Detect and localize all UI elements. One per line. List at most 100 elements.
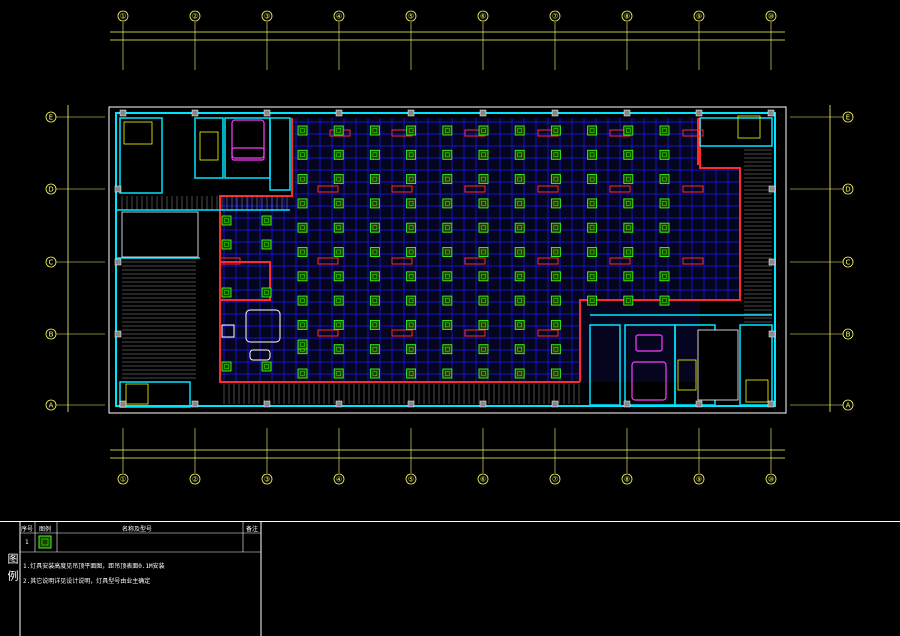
ceiling-light-panel-icon	[261, 361, 272, 372]
left-axis-bubble-4	[45, 328, 57, 340]
linear-fixture	[464, 329, 486, 337]
ceiling-light-panel-icon	[261, 215, 272, 226]
ceiling-light-panel-icon	[406, 149, 417, 160]
ceiling-light-panel-icon	[333, 125, 344, 136]
ceiling-light-panel-icon	[333, 295, 344, 306]
ceiling-light-panel-icon	[369, 174, 380, 185]
meeting-furniture	[231, 119, 667, 401]
ceiling-light-panel-icon	[514, 344, 525, 355]
ceiling-light-panel-icon	[406, 247, 417, 257]
ceiling-light-panel-icon	[297, 271, 308, 282]
building-outer-wall	[108, 106, 787, 414]
ceiling-light-panel-icon	[623, 247, 634, 257]
right-axis-label-4: B	[846, 331, 851, 339]
legend-row-seq: 1	[25, 539, 29, 546]
ceiling-light-panel-icon	[369, 198, 380, 209]
ceiling-light-panel-icon	[659, 149, 670, 160]
ceiling-light-panel-icon	[442, 295, 453, 306]
right-axis-label-1: E	[846, 114, 850, 122]
ceiling-light-panel-icon	[478, 368, 489, 379]
ceiling-light-panel-icon	[406, 222, 417, 233]
ceiling-light-panel-icon	[406, 295, 417, 306]
structural-columns	[114, 109, 776, 408]
column-pillar	[551, 400, 559, 408]
ceiling-light-panel-icon	[550, 174, 561, 185]
column-pillar	[695, 109, 703, 117]
legend-header-name: 名称及型号	[122, 526, 153, 533]
ceiling-light-panel-icon	[297, 125, 308, 136]
ceiling-light-panel-icon	[514, 174, 525, 185]
left-axis-label-5: A	[49, 402, 54, 410]
ceiling-light-panel-icon	[333, 271, 344, 282]
ceiling-light-panel-icon	[406, 198, 417, 209]
ceiling-light-panel-icon	[406, 174, 417, 185]
linear-fixture	[391, 257, 413, 265]
ceiling-light-panel-icon	[442, 149, 453, 160]
linear-fixture	[537, 257, 559, 265]
column-pillar	[768, 185, 776, 193]
ceiling-light-panel-icon	[478, 222, 489, 233]
ceiling-light-panel-icon	[297, 222, 308, 233]
column-pillar	[623, 109, 631, 117]
ceiling-light-panel-icon	[442, 125, 453, 136]
right-axis-bubble-4	[842, 328, 854, 340]
column-pillar	[114, 258, 122, 266]
ceiling-light-panel-icon	[478, 247, 489, 257]
top-axis-bubble-9	[693, 10, 705, 22]
ceiling-light-panel-icon	[514, 319, 525, 330]
ceiling-light-panel-icon	[514, 222, 525, 233]
left-axis-label-2: D	[48, 186, 53, 194]
legend-title: 图例	[6, 553, 19, 587]
top-axis-bubble-7	[549, 10, 561, 22]
bottom-axis-label-6: ⑥	[480, 476, 486, 484]
linear-fixture	[317, 329, 339, 337]
bottom-axis-bubble-2	[189, 473, 201, 485]
right-axis-label-3: C	[846, 259, 851, 267]
ceiling-light-panel-icon	[659, 174, 670, 185]
ceiling-light-panel-icon	[623, 222, 634, 233]
linear-fixture	[219, 257, 241, 265]
bottom-axis-label-8: ⑧	[624, 476, 630, 484]
ceiling-light-panel-icon	[442, 247, 453, 257]
column-pillar	[119, 400, 127, 408]
ceiling-light-panel-icon	[659, 247, 670, 257]
ceiling-light-panel-icon	[406, 125, 417, 136]
bottom-axis-label-9: ⑨	[696, 476, 702, 484]
ceiling-light-panel-icon	[478, 174, 489, 185]
column-pillar	[119, 109, 127, 117]
ceiling-light-panel-icon	[369, 149, 380, 160]
ceiling-light-panel-icon	[442, 198, 453, 209]
ceiling-light-panel-icon	[333, 247, 344, 257]
linear-fixture	[682, 185, 704, 193]
ceiling-light-panel-icon	[550, 319, 561, 330]
ceiling-light-panel-icon	[297, 149, 308, 160]
ceiling-light-panel-icon	[369, 295, 380, 306]
top-axis-bubble-10	[765, 10, 777, 22]
ceiling-light-panel-icon	[478, 198, 489, 209]
left-axis-label-1: E	[49, 114, 53, 122]
ceiling-light-panel-icon	[478, 149, 489, 160]
ceiling-light-panel-icon	[369, 344, 380, 355]
top-axis-label-8: ⑧	[624, 13, 630, 21]
ceiling-light-panel-icon	[221, 287, 232, 298]
ceiling-light-panel-icon	[623, 125, 634, 136]
top-axis-bubble-1	[117, 10, 129, 22]
ceiling-light-panel-icon	[442, 174, 453, 185]
bottom-axis-bubble-7	[549, 473, 561, 485]
ceiling-light-panel-icon	[550, 125, 561, 136]
legend-note-2: 2.其它说明详见设计说明，灯具型号由业主确定	[23, 578, 151, 585]
ceiling-light-panel-icon	[550, 271, 561, 282]
ceiling-light-panel-icon	[369, 271, 380, 282]
ceiling-light-panel-icon	[333, 222, 344, 233]
linear-fixture	[682, 257, 704, 265]
column-pillar	[263, 400, 271, 408]
top-axis-bubble-4	[333, 10, 345, 22]
bottom-axis-label-4: ④	[336, 476, 342, 484]
ceiling-light-panel-icon	[297, 295, 308, 306]
column-pillar	[767, 400, 775, 408]
ceiling-light-panel-icon	[261, 239, 272, 250]
ceiling-light-panel-icon	[406, 344, 417, 355]
bottom-axis-bubble-5	[405, 473, 417, 485]
ceiling-light-panel-icon	[550, 149, 561, 160]
